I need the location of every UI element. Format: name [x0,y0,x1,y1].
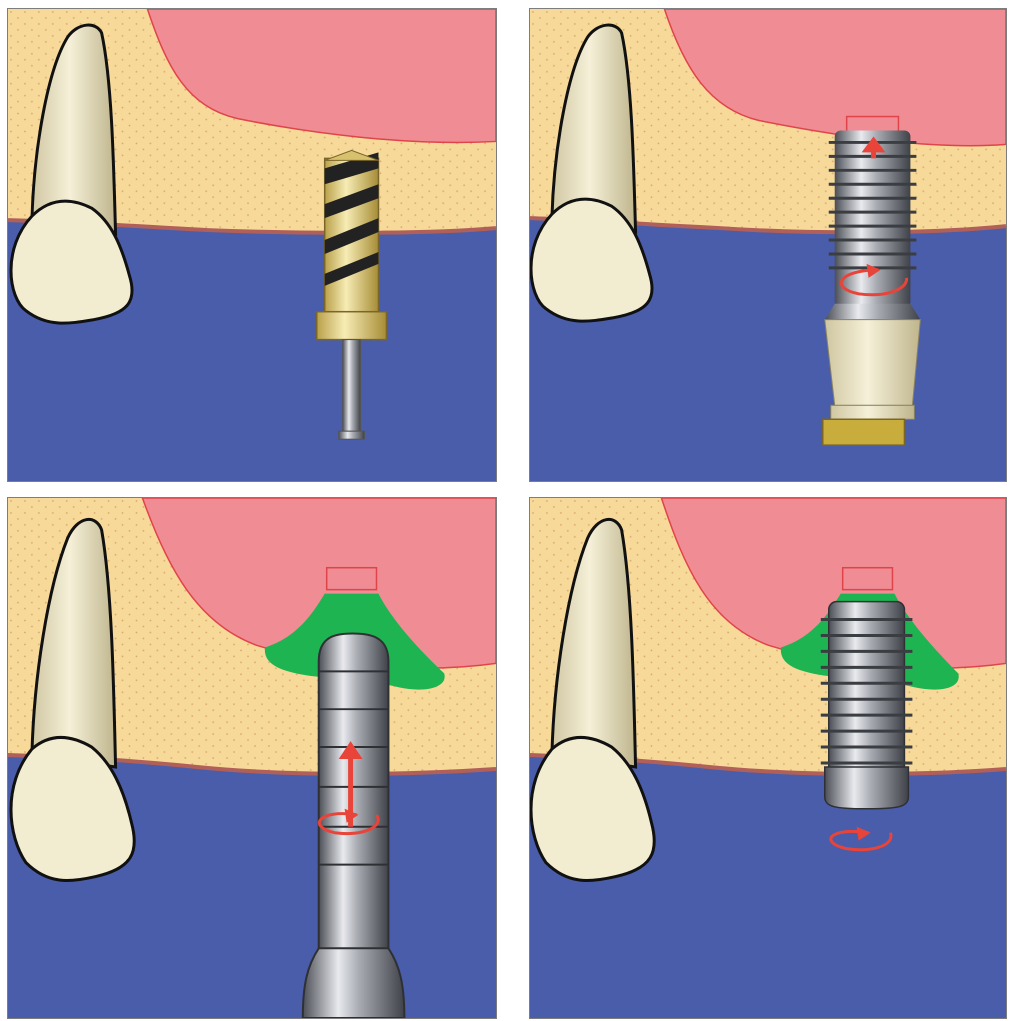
panel-step-3 [7,497,497,1019]
panel-step-2 [529,8,1007,482]
implant-icon [821,602,913,809]
implant-icon [823,130,921,445]
panel-step-1 [7,8,497,482]
panel-step-4 [529,497,1007,1019]
osteotome-icon [303,633,405,1018]
